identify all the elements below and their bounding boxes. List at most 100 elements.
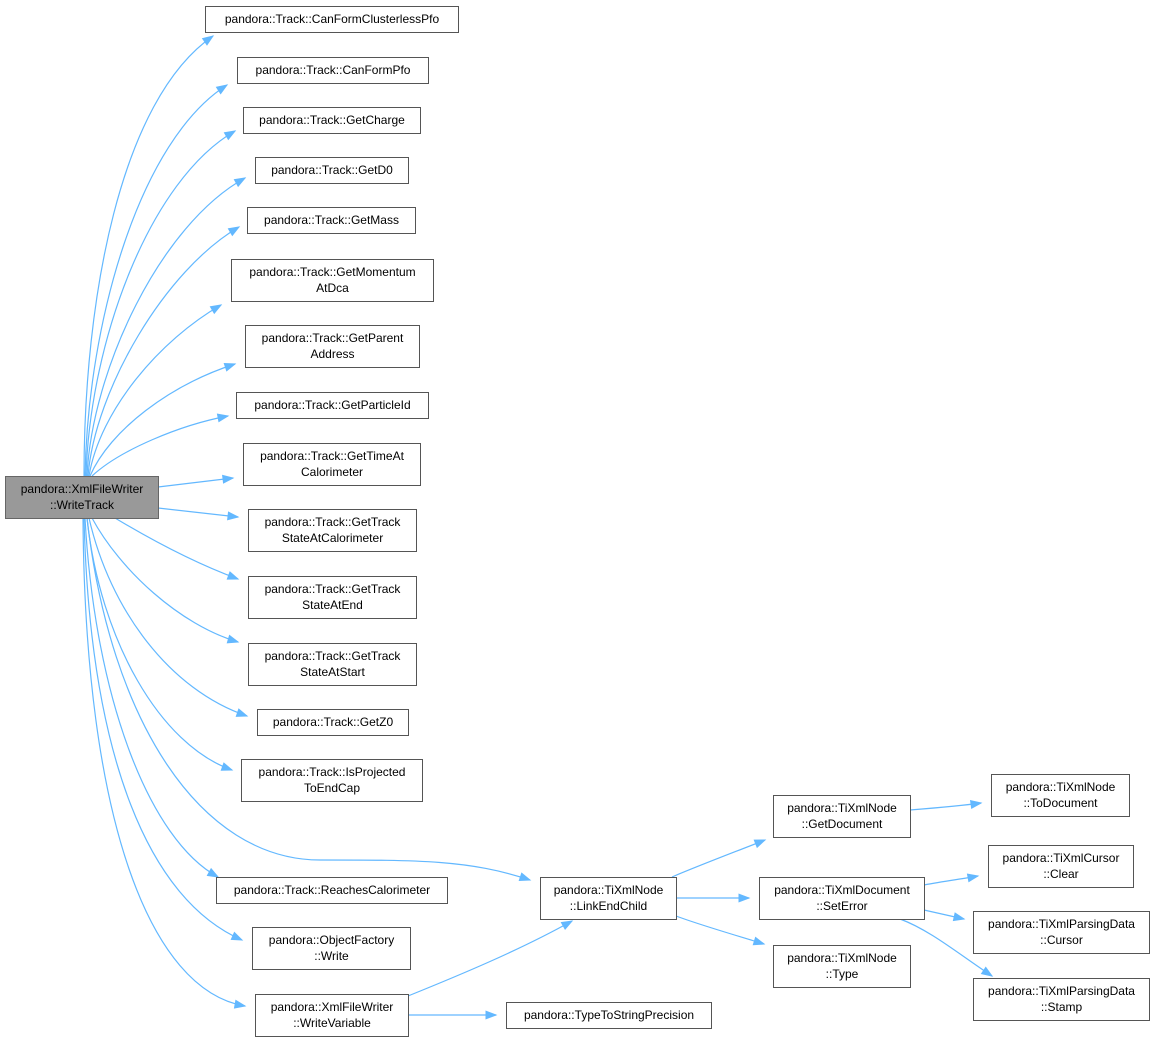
function-node[interactable]: pandora::Track::GetCharge	[243, 107, 421, 134]
node-label: pandora::Track::GetTrack	[265, 582, 402, 596]
function-node[interactable]: pandora::Track::GetTrackStateAtCalorimet…	[248, 509, 417, 552]
edge-n19-n22	[909, 799, 983, 811]
edge-n0-n3	[85, 130, 237, 477]
edge-n0-n2	[84, 84, 229, 477]
node-label: pandora::TiXmlParsingData	[988, 917, 1135, 931]
node-box	[243, 443, 421, 486]
edge-n0-n11	[114, 517, 240, 580]
node-label: ::WriteTrack	[50, 498, 115, 512]
edge-n0-n1	[83, 35, 215, 477]
arrowhead-icon	[969, 799, 983, 809]
node-label: pandora::TiXmlDocument	[774, 883, 910, 897]
function-node[interactable]: pandora::TiXmlCursor::Clear	[988, 845, 1134, 888]
arrowhead-icon	[952, 912, 966, 922]
edge-line	[909, 802, 982, 811]
node-label: pandora::Track::GetParticleId	[254, 398, 410, 412]
edge-n0-n7	[89, 362, 237, 477]
function-node[interactable]: pandora::TiXmlNode::LinkEndChild	[540, 877, 677, 920]
node-label: pandora::XmlFileWriter	[271, 1000, 393, 1014]
node-box	[773, 945, 911, 988]
node-label: pandora::TiXmlParsingData	[988, 984, 1135, 998]
node-box	[973, 911, 1150, 954]
edge-line	[85, 130, 236, 477]
edge-line	[83, 517, 243, 941]
edge-n18-n26	[408, 1010, 498, 1020]
function-node[interactable]: pandora::XmlFileWriter::WriteVariable	[255, 994, 409, 1037]
function-node[interactable]: pandora::TiXmlParsingData::Stamp	[973, 978, 1150, 1021]
function-node[interactable]: pandora::TiXmlDocument::SetError	[759, 877, 925, 920]
arrowhead-icon	[235, 708, 249, 717]
edge-line	[86, 517, 233, 771]
root-node[interactable]: pandora::XmlFileWriter::WriteTrack	[5, 476, 159, 519]
node-label: pandora::Track::GetZ0	[273, 715, 394, 729]
arrowhead-icon	[220, 762, 234, 771]
node-label: StateAtEnd	[302, 598, 363, 612]
function-node[interactable]: pandora::Track::CanFormClusterlessPfo	[205, 6, 459, 33]
function-node[interactable]: pandora::TiXmlParsingData::Cursor	[973, 911, 1150, 954]
function-node[interactable]: pandora::Track::GetD0	[255, 157, 409, 184]
edge-line	[157, 507, 239, 518]
node-box	[257, 709, 409, 736]
node-box	[243, 107, 421, 134]
edge-n0-n18	[82, 517, 247, 1009]
node-label: pandora::Track::IsProjected	[259, 765, 406, 779]
edge-n20-n24	[923, 909, 966, 922]
node-label: pandora::Track::GetTrack	[265, 649, 402, 663]
node-label: pandora::Track::GetTrack	[265, 515, 402, 529]
node-label: ::ToDocument	[1023, 796, 1098, 810]
node-label: Address	[310, 347, 354, 361]
arrowhead-icon	[226, 571, 240, 580]
function-node[interactable]: pandora::Track::GetZ0	[257, 709, 409, 736]
node-label: pandora::TiXmlNode	[787, 801, 897, 815]
edge-n0-n12	[91, 517, 240, 644]
edge-line	[91, 517, 239, 643]
arrowhead-icon	[753, 839, 767, 849]
edge-layer	[82, 35, 994, 1020]
node-label: ::Stamp	[1041, 1000, 1083, 1014]
node-box	[988, 845, 1134, 888]
edge-n0-n6	[88, 304, 223, 477]
arrowhead-icon	[227, 226, 241, 237]
edge-n0-n5	[87, 226, 241, 477]
node-box	[205, 6, 459, 33]
node-label: ::SetError	[816, 899, 867, 913]
node-box	[216, 877, 448, 904]
node-label: ::Write	[314, 949, 349, 963]
node-label: pandora::ObjectFactory	[269, 933, 394, 947]
function-node[interactable]: pandora::TiXmlNode::GetDocument	[773, 795, 911, 838]
node-box	[247, 207, 416, 234]
edge-n15-n21	[675, 915, 766, 946]
node-label: ::GetDocument	[802, 817, 883, 831]
function-node[interactable]: pandora::Track::ReachesCalorimeter	[216, 877, 448, 904]
function-node[interactable]: pandora::Track::CanFormPfo	[237, 57, 429, 84]
node-label: pandora::Track::GetMass	[264, 213, 399, 227]
node-label: pandora::TiXmlNode	[1006, 780, 1116, 794]
function-node[interactable]: pandora::TiXmlNode::Type	[773, 945, 911, 988]
edge-line	[83, 35, 214, 477]
node-label: Calorimeter	[301, 465, 363, 479]
node-box	[255, 157, 409, 184]
node-label: StateAtCalorimeter	[282, 531, 383, 545]
node-box	[236, 392, 429, 419]
arrowhead-icon	[230, 931, 244, 941]
node-box	[237, 57, 429, 84]
function-node[interactable]: pandora::Track::GetParticleId	[236, 392, 429, 419]
node-box	[506, 1002, 712, 1029]
edge-line	[82, 517, 246, 1007]
function-node[interactable]: pandora::ObjectFactory::Write	[252, 927, 411, 970]
edge-n0-n13	[88, 517, 249, 717]
arrowhead-icon	[518, 872, 532, 882]
function-node[interactable]: pandora::TiXmlNode::ToDocument	[991, 774, 1130, 817]
function-node[interactable]: pandora::Track::GetMass	[247, 207, 416, 234]
node-box	[252, 927, 411, 970]
node-label: pandora::Track::GetParent	[262, 331, 404, 345]
node-label: ::Clear	[1043, 867, 1078, 881]
function-node[interactable]: pandora::TypeToStringPrecision	[506, 1002, 712, 1029]
edge-n18-n15	[407, 920, 574, 997]
